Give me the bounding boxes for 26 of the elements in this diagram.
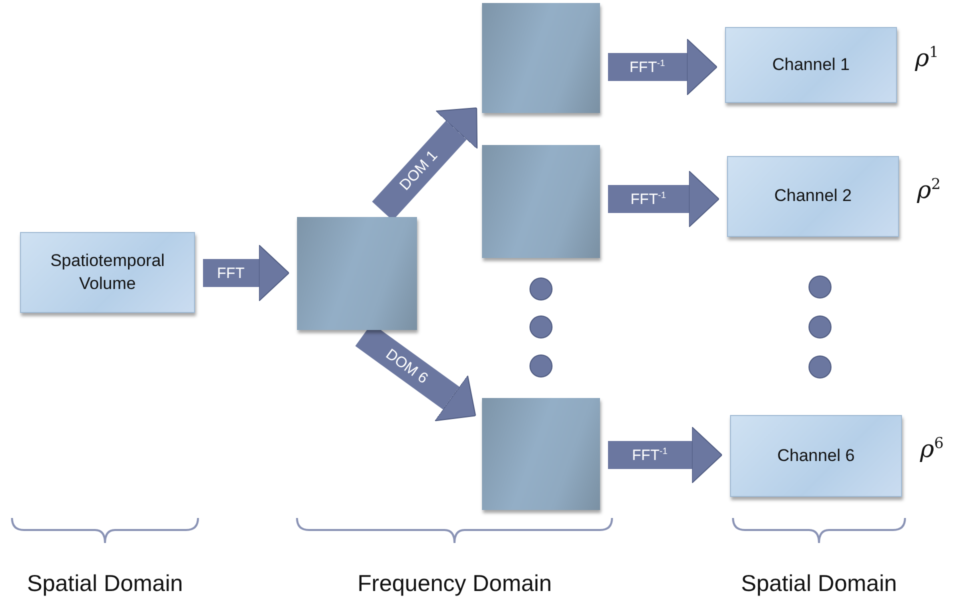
symbol-label: ρ$^{6}$ xyxy=(920,434,944,463)
spectrum-box xyxy=(297,217,417,330)
process-box xyxy=(727,156,899,237)
process-box xyxy=(725,27,897,103)
symbol-label: ρ$^{2}$ xyxy=(917,174,941,204)
node-label: Channel 6 xyxy=(776,444,856,467)
block-arrow xyxy=(608,38,718,96)
spectrum-box xyxy=(482,3,600,113)
edge-label: FFT$^{-1}$ xyxy=(632,447,668,463)
edge-label: FFT xyxy=(217,266,244,280)
node-label: Channel 2 xyxy=(773,185,853,208)
domain-label: Frequency Domain xyxy=(358,570,552,597)
node-label: Spatiotemporal Volume xyxy=(49,250,166,294)
edge-label: FFT$^{-1}$ xyxy=(630,59,666,75)
domain-label: Spatial Domain xyxy=(741,570,897,597)
block-arrow xyxy=(608,426,722,484)
spectrum-box xyxy=(482,145,600,258)
block-arrow xyxy=(203,244,290,302)
domain-label: Spatial Domain xyxy=(27,570,183,597)
process-box xyxy=(730,415,902,497)
edge-label: FFT$^{-1}$ xyxy=(630,191,666,207)
process-box xyxy=(20,232,195,313)
block-arrow xyxy=(608,170,720,228)
spectrum-box xyxy=(482,398,600,510)
symbol-label: ρ$^{1}$ xyxy=(915,43,939,72)
node-label: Channel 1 xyxy=(771,54,851,76)
